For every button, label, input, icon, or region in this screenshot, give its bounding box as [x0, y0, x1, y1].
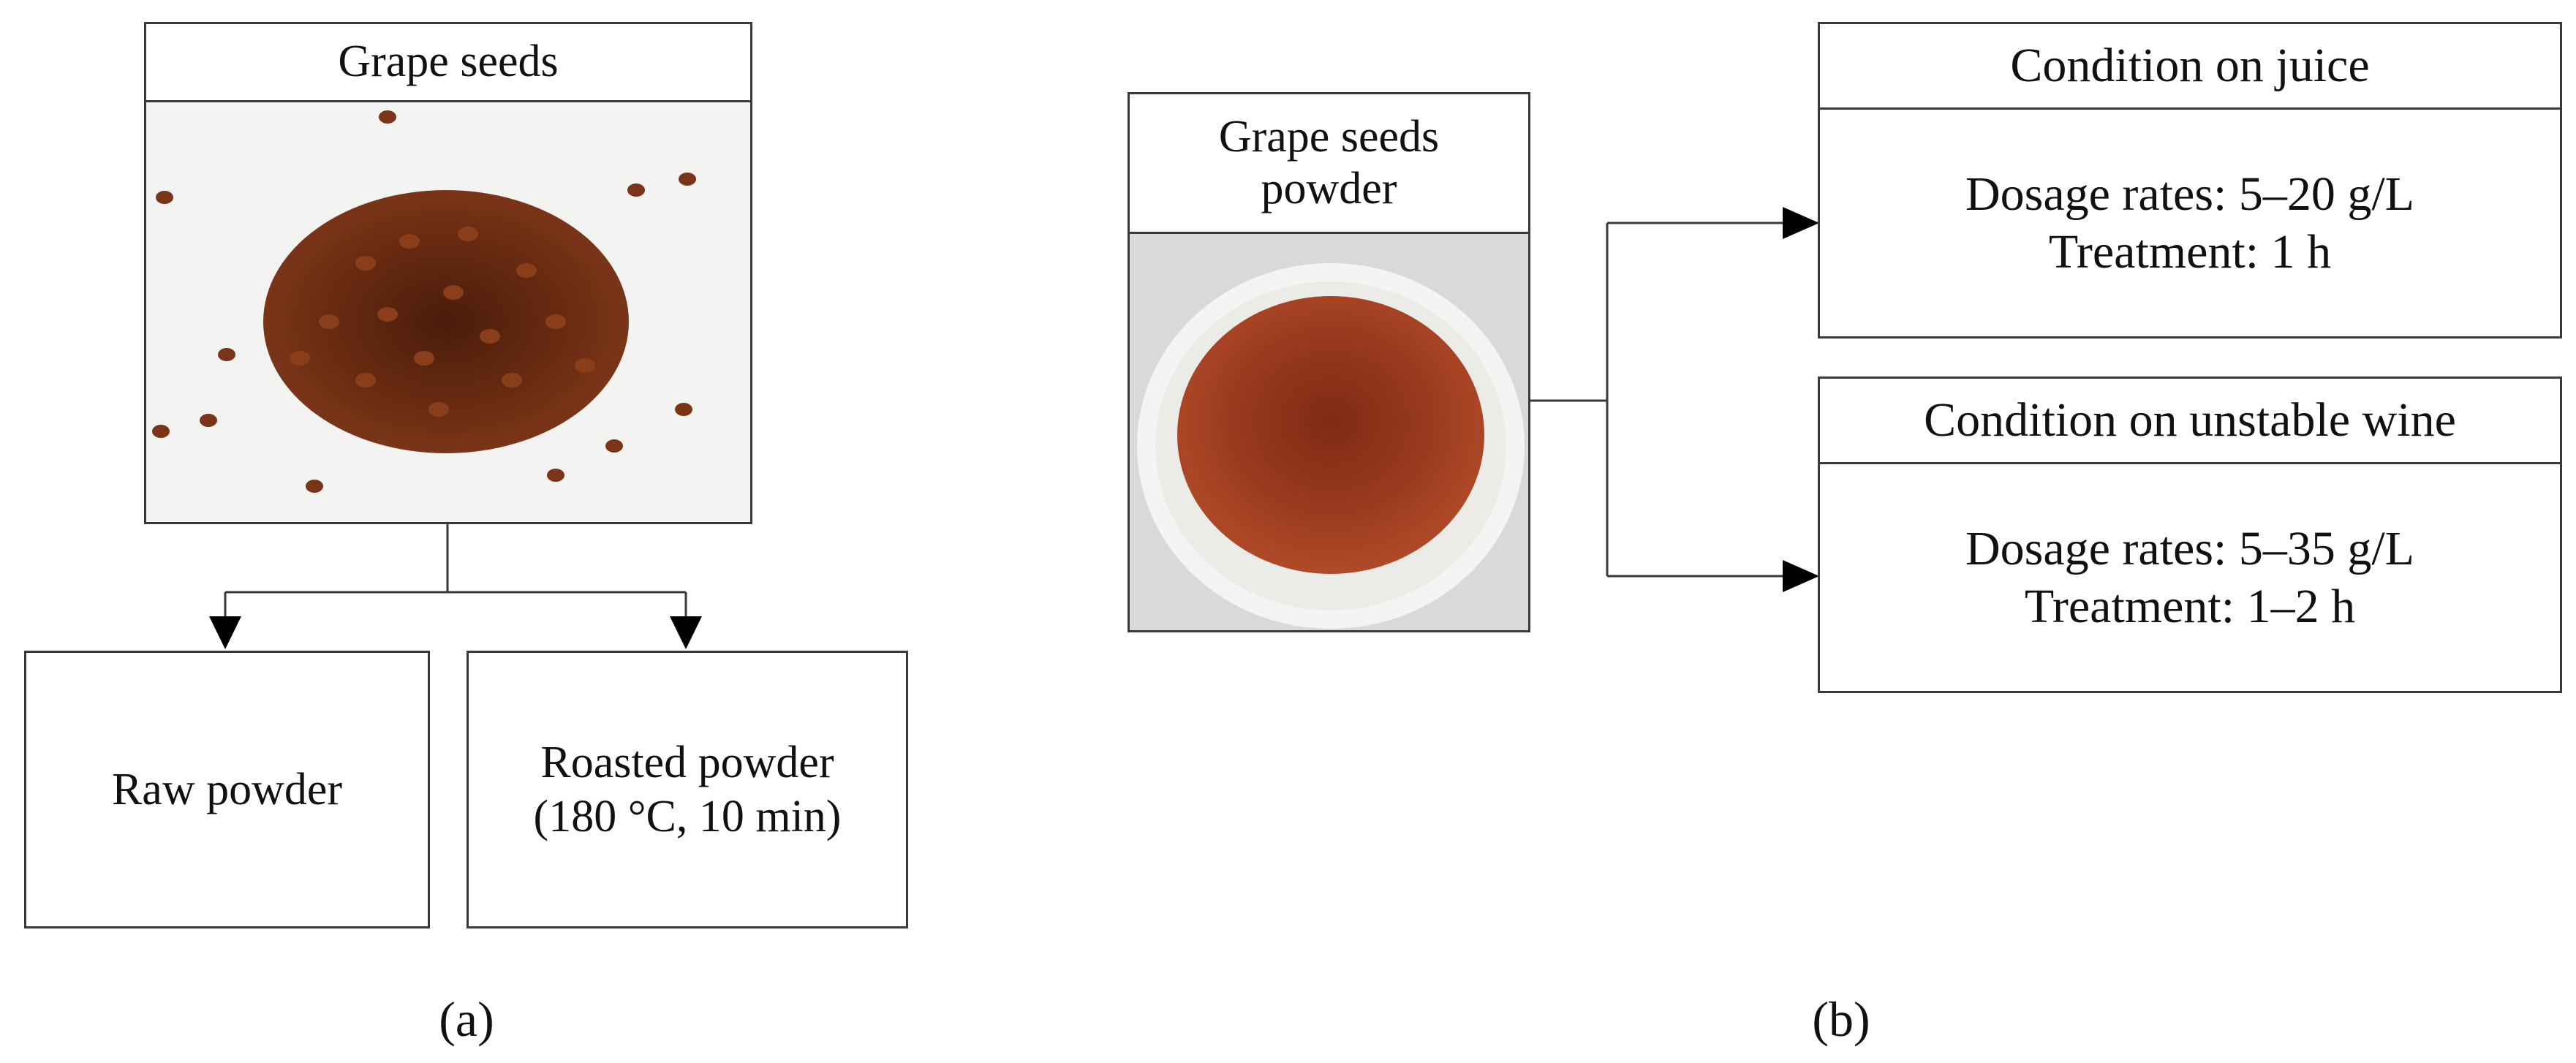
grape-seeds-photo: [144, 100, 752, 524]
wine-condition-title: Condition on unstable wine: [1924, 393, 2456, 447]
juice-dosage-text: Dosage rates: 5–20 g/L: [1965, 167, 2414, 221]
wine-treatment-text: Treatment: 1–2 h: [2024, 580, 2356, 633]
raw-powder-box: Raw powder: [24, 651, 430, 928]
grape-seeds-header: Grape seeds: [144, 22, 752, 102]
juice-treatment-text: Treatment: 1 h: [2048, 225, 2332, 279]
arrow-head-roasted: [670, 616, 702, 649]
powder-header-line-1: Grape seeds: [1218, 111, 1440, 162]
arrow-head-juice: [1783, 207, 1819, 239]
arrow-head-raw: [209, 616, 241, 649]
wine-condition-box: Dosage rates: 5–35 g/L Treatment: 1–2 h: [1818, 462, 2562, 693]
roasted-powder-conditions: (180 °C, 10 min): [533, 792, 842, 841]
grape-seed-powder-image: [1137, 263, 1525, 629]
arrow-head-wine: [1783, 560, 1819, 592]
juice-condition-box: Dosage rates: 5–20 g/L Treatment: 1 h: [1818, 107, 2562, 338]
grape-seeds-header-text: Grape seeds: [338, 37, 559, 87]
grape-seeds-image: [152, 110, 696, 493]
powder-header-line-2: powder: [1261, 164, 1397, 213]
juice-condition-header: Condition on juice: [1818, 22, 2562, 110]
grape-seeds-powder-header: Grape seeds powder: [1128, 92, 1530, 234]
wine-condition-header: Condition on unstable wine: [1818, 377, 2562, 464]
panel-a-label: (a): [439, 991, 494, 1047]
grape-seed-powder-photo: [1128, 232, 1530, 632]
panel-b-label: (b): [1812, 991, 1870, 1047]
juice-condition-title: Condition on juice: [2010, 39, 2370, 93]
raw-powder-label: Raw powder: [111, 764, 343, 814]
roasted-powder-label: Roasted powder: [540, 737, 834, 787]
roasted-powder-box: Roasted powder (180 °C, 10 min): [467, 651, 908, 928]
wine-dosage-text: Dosage rates: 5–35 g/L: [1965, 521, 2414, 575]
